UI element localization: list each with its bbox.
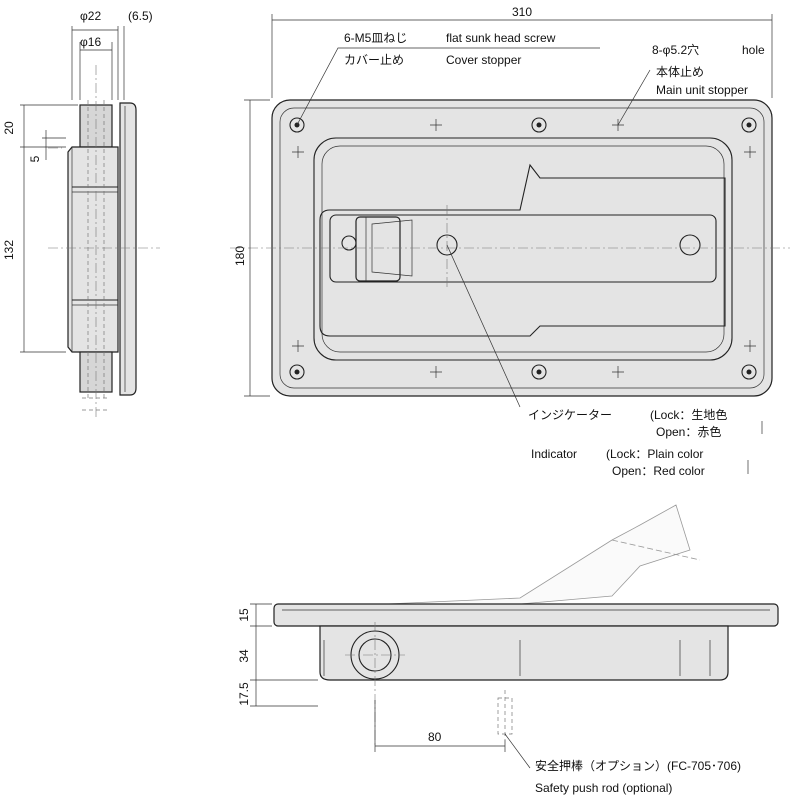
label-main-jp: 本体止め	[656, 65, 704, 79]
label-pushrod-jp: 安全押棒（オプション）(FC-705･706)	[535, 758, 741, 773]
label-hole-jp: 8-φ5.2穴	[652, 42, 699, 57]
label-cover-jp: カバー止め	[344, 53, 404, 67]
label-indicator-jp: インジケーター	[528, 408, 612, 422]
dim-5: 5	[28, 155, 42, 162]
label-indicator-jp-lock: (Lock：生地色	[650, 408, 727, 422]
dim-80: 80	[428, 730, 442, 744]
label-hole-en: hole	[742, 43, 765, 57]
label-indicator-en: Indicator	[531, 447, 577, 461]
label-indicator-en-open: Open：Red color	[612, 464, 705, 478]
flat-sunk-screw-icon	[289, 117, 757, 380]
label-screw-en: flat sunk head screw	[446, 31, 556, 45]
label-pushrod-en: Safety push rod (optional)	[535, 781, 672, 795]
dim-dia-16: φ16	[80, 35, 101, 49]
dim-height-180: 180	[233, 246, 247, 266]
dim-offset-6-5: (6.5)	[128, 9, 153, 23]
label-screw-jp: 6-M5皿ねじ	[344, 31, 407, 45]
label-cover-en: Cover stopper	[446, 53, 521, 67]
label-main-en: Main unit stopper	[656, 83, 748, 97]
dim-15: 15	[237, 608, 251, 622]
dim-17-5: 17.5	[237, 682, 251, 706]
bottom-view: 15 34 17.5 80	[237, 504, 779, 769]
label-indicator-en-lock: (Lock：Plain color	[606, 447, 703, 461]
label-indicator-jp-open: Open：赤色	[656, 425, 721, 439]
hole-mark-icon	[292, 119, 756, 378]
dim-dia-22: φ22	[80, 9, 101, 23]
dim-width-310: 310	[512, 5, 532, 19]
side-view: φ22 φ16 (6.5) 20 5 132	[2, 9, 160, 420]
front-view: 310 180	[230, 5, 790, 408]
dim-132: 132	[2, 240, 16, 260]
dim-34: 34	[237, 649, 251, 663]
dim-20: 20	[2, 121, 16, 135]
